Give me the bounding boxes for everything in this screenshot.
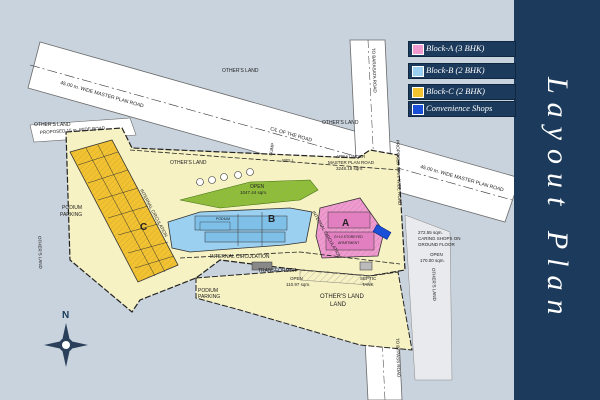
legend-label-block-c: Block-C (2 BHK): [426, 86, 486, 96]
trees: [196, 168, 254, 186]
label-open-bottom-area: 110.97 sqm.: [286, 282, 310, 287]
block-c: [69, 139, 179, 283]
label-road-barasat: TO BARASATA ROAD: [371, 48, 378, 94]
sidebar: [514, 0, 600, 400]
legend-item-block-a: Block-A (3 BHK): [408, 41, 516, 57]
legend-swatch-block-b: [412, 66, 424, 77]
legend-label-convenience-shops: Convenience Shops: [426, 103, 493, 113]
label-bldg-podium: PODIUM: [216, 217, 230, 221]
others-land-bottom: [195, 269, 413, 351]
label-podium-left: PODIUM: [62, 205, 82, 211]
master-plan-road-line: [129, 149, 401, 171]
label-caring-shops-2: CARING SHOPS ON: [418, 236, 461, 241]
legend-label-block-b: Block-B (2 BHK): [426, 65, 485, 75]
label-podium: PODIUM: [198, 288, 218, 294]
legend-swatch-block-c: [412, 87, 424, 98]
label-others-land-right: OTHER'S LAND: [322, 120, 359, 126]
label-parking: PARKING: [198, 294, 220, 300]
label-open-right-area: 170.00 sqm.: [420, 258, 445, 263]
road-centre-line: [29, 64, 513, 201]
label-septic: SEPTIC: [360, 276, 377, 281]
label-internal-circ-bottom: INTERNAL CIRCULATION: [210, 254, 270, 260]
label-others-land-mid: OTHER'S LAND: [170, 160, 207, 166]
legend-item-block-c: Block-C (2 BHK): [408, 84, 516, 100]
label-open-right: OPEN: [430, 252, 443, 257]
block-a: [315, 197, 385, 259]
label-bldg-apartment: APARTMENT: [338, 241, 360, 245]
internal-circulation-line: [179, 251, 401, 265]
label-caring-shops-3: GROUND FLOOR: [418, 242, 456, 247]
label-master-plan: MASTER PLAN ROAD: [328, 160, 375, 165]
label-others-land-top: OTHER'S LAND: [222, 68, 259, 74]
label-proposed-road-right: PROPOSED 15 m. WIDE ROAD: [395, 140, 402, 206]
compass-north-label: N: [62, 310, 69, 321]
label-open-bottom: OPEN: [290, 276, 303, 281]
podium-parking-block: [199, 221, 231, 231]
label-others-land-bottom: OTHER'S LAND: [320, 294, 364, 300]
label-block-a: A: [342, 218, 349, 229]
label-others-land-far-left: OTHER'S LAND: [37, 236, 43, 270]
transformer: [251, 261, 273, 271]
label-others-land-bottom-2: LAND: [330, 302, 347, 308]
label-open-green: OPEN: [250, 184, 265, 190]
legend-item-convenience-shops: Convenience Shops: [408, 101, 516, 117]
label-road-bypass: TO BYPASS ROAD: [395, 338, 401, 378]
convenience-shops: [372, 224, 392, 240]
label-bldg-g10: G+10 STOREYED: [334, 235, 363, 239]
others-land-right-strip: [404, 214, 453, 381]
label-parking-left: PARKING: [60, 212, 82, 218]
septic-tank: [359, 261, 373, 271]
legend-swatch-convenience-shops: [412, 104, 424, 115]
label-proposed-road-left: PROPOSED 15 m. WIDE ROAD: [40, 125, 106, 135]
label-block-b: B: [268, 214, 275, 225]
label-block-c: C: [140, 222, 147, 233]
label-sump: SUMP: [268, 142, 275, 156]
label-well: WELL: [282, 158, 295, 163]
legend-item-block-b: Block-B (2 BHK): [408, 63, 516, 79]
site-plan-drawing: 45.00 m. WIDE MASTER PLAN ROAD 45.00 m. …: [27, 39, 514, 400]
label-tank: TANK: [362, 282, 374, 287]
label-master-plan-area: 3248.18 sqm.: [336, 166, 363, 171]
legend-label-block-a: Block-A (3 BHK): [426, 43, 485, 53]
label-open-green-area: 1047.44 sqm.: [240, 190, 267, 195]
label-area-under: AREA UNDER: [336, 154, 366, 159]
label-transformer: TRANSFORMER: [258, 268, 297, 274]
label-caring-shops: 272.55 sqm.: [418, 230, 443, 235]
label-others-land-far-right: OTHER'S LAND: [431, 268, 437, 302]
label-others-land-left: OTHER'S LAND: [34, 122, 71, 128]
compass: [44, 323, 88, 367]
legend-swatch-block-a: [412, 44, 424, 55]
page-title: Layout Plan: [541, 76, 574, 324]
hatched-lane: [299, 269, 371, 286]
